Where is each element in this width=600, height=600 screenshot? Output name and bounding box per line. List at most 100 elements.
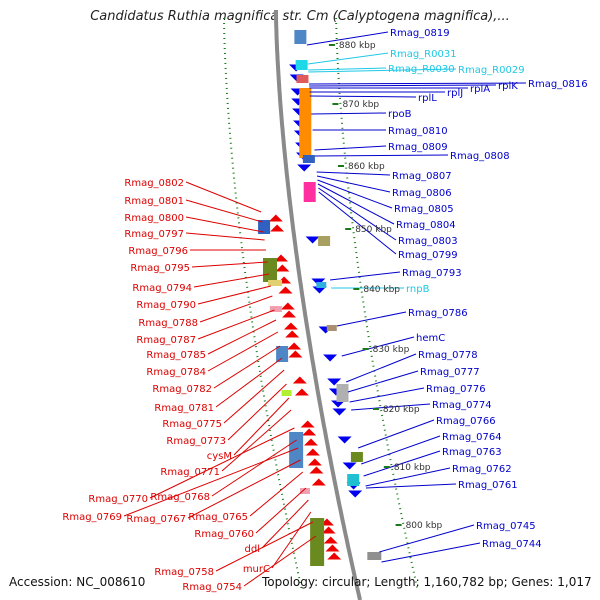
reverse-gene-label: Rmag_0785 xyxy=(146,350,206,361)
reverse-label-connector xyxy=(243,535,317,587)
reverse-gene-label: Rmag_0800 xyxy=(124,213,184,224)
reverse-label-connector xyxy=(207,319,277,355)
forward-gene-label: rnpB xyxy=(406,284,430,295)
reverse-gene-label: Rmag_0790 xyxy=(136,300,196,311)
reverse-gene-arrow xyxy=(273,254,288,262)
reverse-gene-arrow xyxy=(278,286,293,294)
reverse-gene-arrow xyxy=(287,342,302,350)
forward-gene-label: rpoB xyxy=(388,109,412,120)
accession-text: Accession: NC_008610 xyxy=(9,575,146,589)
forward-gene-label: rplK xyxy=(498,81,518,92)
forward-label-connector xyxy=(336,311,407,327)
forward-label-connector xyxy=(347,370,419,393)
forward-label-connector xyxy=(329,271,401,281)
gc-skew-block xyxy=(296,75,309,83)
forward-label-connector xyxy=(308,68,457,73)
outer-tick-ring xyxy=(335,18,419,589)
gc-skew-block xyxy=(281,390,292,396)
reverse-label-connector xyxy=(197,309,275,340)
reverse-gene-label: Rmag_0775 xyxy=(162,419,222,430)
inner-tick-ring xyxy=(223,18,303,589)
reverse-label-connector xyxy=(211,439,297,497)
reverse-label-connector xyxy=(215,521,314,572)
forward-label-connector xyxy=(317,179,393,209)
forward-label-connector xyxy=(365,467,451,487)
forward-label-connector xyxy=(365,483,457,489)
genome-backbone xyxy=(274,10,362,600)
gc-skew-block xyxy=(302,155,315,163)
reverse-label-connector xyxy=(185,181,262,213)
gc-skew-block xyxy=(295,60,308,70)
forward-label-connector xyxy=(381,542,481,563)
reverse-gene-label: Rmag_0784 xyxy=(146,367,206,378)
gc-skew-block xyxy=(316,282,327,288)
gc-skew-block xyxy=(318,236,331,246)
reverse-label-connector xyxy=(197,285,272,305)
forward-gene-label: Rmag_0810 xyxy=(388,126,448,137)
reverse-gene-arrow xyxy=(270,224,285,232)
reverse-gene-arrow xyxy=(280,302,295,310)
reverse-label-connector xyxy=(249,471,304,517)
reverse-gene-label: Rmag_0797 xyxy=(124,229,184,240)
forward-label-connector xyxy=(306,31,389,46)
reverse-label-connector xyxy=(271,511,312,569)
reverse-gene-label: Rmag_0788 xyxy=(138,318,198,329)
forward-gene-arrow xyxy=(337,436,352,444)
forward-gene-arrow xyxy=(331,400,346,408)
forward-gene-label: Rmag_0766 xyxy=(436,416,496,427)
forward-gene-label: Rmag_0761 xyxy=(458,480,518,491)
reverse-label-connector xyxy=(207,331,279,372)
genome-summary-text: Topology: circular; Length: 1,160,782 bp… xyxy=(262,575,592,589)
forward-gene-label: Rmag_0776 xyxy=(426,384,486,395)
tick-label: 840 kbp xyxy=(363,285,400,295)
reverse-gene-label: Rmag_0771 xyxy=(160,467,220,478)
forward-gene-label: Rmag_0807 xyxy=(392,171,452,182)
reverse-gene-label: Rmag_0782 xyxy=(152,384,212,395)
gc-skew-block xyxy=(347,474,360,486)
gc-skew-block xyxy=(258,220,271,234)
reverse-gene-label: Rmag_0770 xyxy=(88,494,148,505)
gc-skew-block xyxy=(326,325,337,331)
reverse-label-connector xyxy=(191,261,268,268)
forward-gene-label: Rmag_0745 xyxy=(476,521,536,532)
gc-skew-block xyxy=(336,384,349,402)
forward-label-connector xyxy=(363,450,441,477)
gc-skew-block xyxy=(299,488,310,494)
reverse-gene-label: Rmag_0760 xyxy=(194,529,254,540)
forward-label-connector xyxy=(357,419,435,449)
forward-gene-label: hemC xyxy=(416,333,445,344)
gc-skew-block xyxy=(276,346,289,362)
reverse-gene-arrow xyxy=(307,458,322,466)
gc-skew-block xyxy=(269,306,282,312)
forward-label-connector xyxy=(345,353,417,383)
forward-gene-label: Rmag_0764 xyxy=(442,432,502,443)
reverse-gene-arrow xyxy=(305,448,320,456)
reverse-label-connector xyxy=(227,383,287,441)
reverse-gene-label: Rmag_0767 xyxy=(126,514,186,525)
forward-gene-label: Rmag_R0031 xyxy=(390,49,457,60)
forward-gene-arrow xyxy=(305,236,320,244)
forward-label-connector xyxy=(341,336,415,357)
forward-label-connector xyxy=(311,112,387,115)
tick-label: 880 kbp xyxy=(339,41,376,51)
reverse-gene-label: Rmag_0769 xyxy=(62,512,122,523)
tick-label: 800 kbp xyxy=(406,521,443,531)
gc-skew-block xyxy=(294,30,307,44)
forward-label-connector xyxy=(307,52,389,65)
forward-gene-label: Rmag_0778 xyxy=(418,350,478,361)
reverse-label-connector xyxy=(185,216,264,233)
forward-label-connector xyxy=(316,175,391,193)
reverse-label-connector xyxy=(185,199,263,223)
forward-gene-arrow xyxy=(312,286,327,294)
reverse-gene-label: Rmag_0794 xyxy=(132,283,192,294)
forward-gene-label: Rmag_0808 xyxy=(450,151,510,162)
forward-gene-label: Rmag_0806 xyxy=(392,188,452,199)
forward-gene-label: Rmag_0777 xyxy=(420,367,480,378)
forward-label-connector xyxy=(309,84,497,87)
reverse-label-connector xyxy=(233,397,290,456)
reverse-gene-label: Rmag_0758 xyxy=(154,567,214,578)
reverse-label-connector xyxy=(215,357,283,408)
reverse-gene-arrow xyxy=(282,310,297,318)
